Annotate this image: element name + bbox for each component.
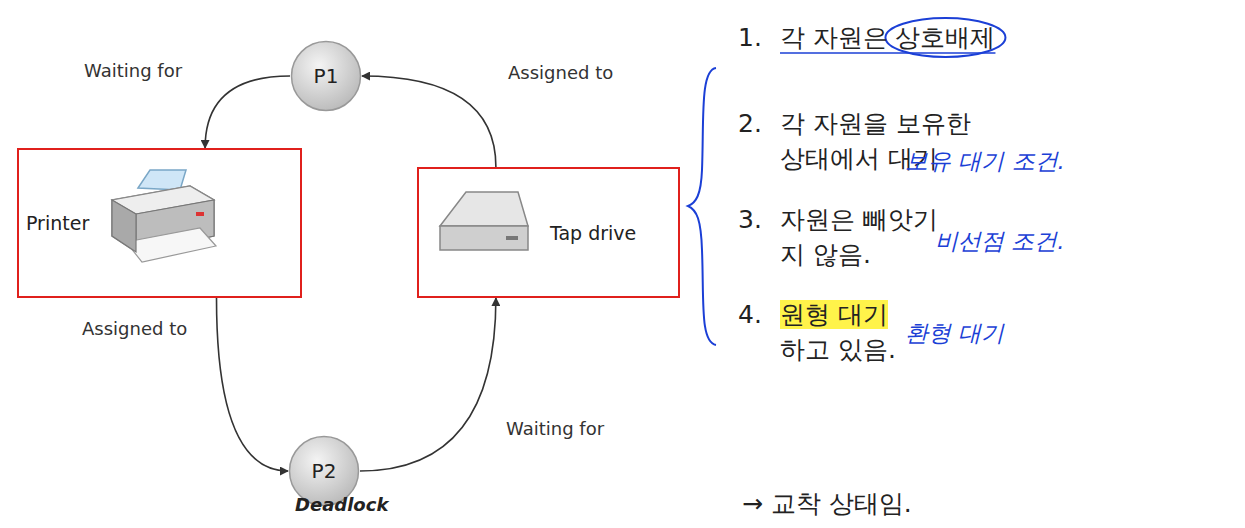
underline (780, 52, 995, 54)
list-number: 3. (738, 202, 762, 237)
handwritten-note: 환형 대기 (905, 318, 1004, 349)
process-circle: P1 (290, 40, 362, 112)
list-number: 2. (738, 106, 762, 141)
connector (205, 76, 290, 148)
item-text: 자원은 빼앗기지 않음. (780, 202, 940, 272)
resource-box: Printer (17, 148, 302, 298)
item-keyword: 원형 대기 (780, 300, 888, 329)
circle-mark (885, 18, 1005, 57)
item-text: 각 자원은 (780, 20, 888, 55)
conclusion-text: → 교착 상태임. (742, 486, 912, 521)
brace (688, 68, 716, 345)
printer-icon (112, 170, 216, 262)
connector (217, 298, 289, 471)
item-keyword: 상호배제 (895, 20, 995, 55)
list-number: 1. (738, 20, 762, 55)
handwritten-note: 보유 대기 조건. (905, 146, 1065, 177)
drive-icon (440, 192, 528, 250)
node-label: Tap drive (550, 222, 636, 244)
item-text: 하고 있음. (780, 335, 896, 364)
edge-label: Waiting for (506, 418, 604, 439)
edge-label: Waiting for (84, 60, 182, 81)
figure-caption: Deadlock (295, 494, 388, 515)
node-label: P1 (314, 64, 339, 88)
connector (360, 298, 496, 471)
list-item: 각 자원은상호배제 (780, 20, 995, 55)
list-number: 4. (738, 297, 762, 332)
resource-box: Tap drive (417, 167, 680, 298)
connector (362, 76, 496, 167)
node-label: P2 (312, 459, 337, 483)
edge-label: Assigned to (508, 62, 613, 83)
handwritten-note: 비선점 조건. (935, 226, 1065, 257)
node-label: Printer (26, 212, 89, 234)
edge-label: Assigned to (82, 318, 187, 339)
